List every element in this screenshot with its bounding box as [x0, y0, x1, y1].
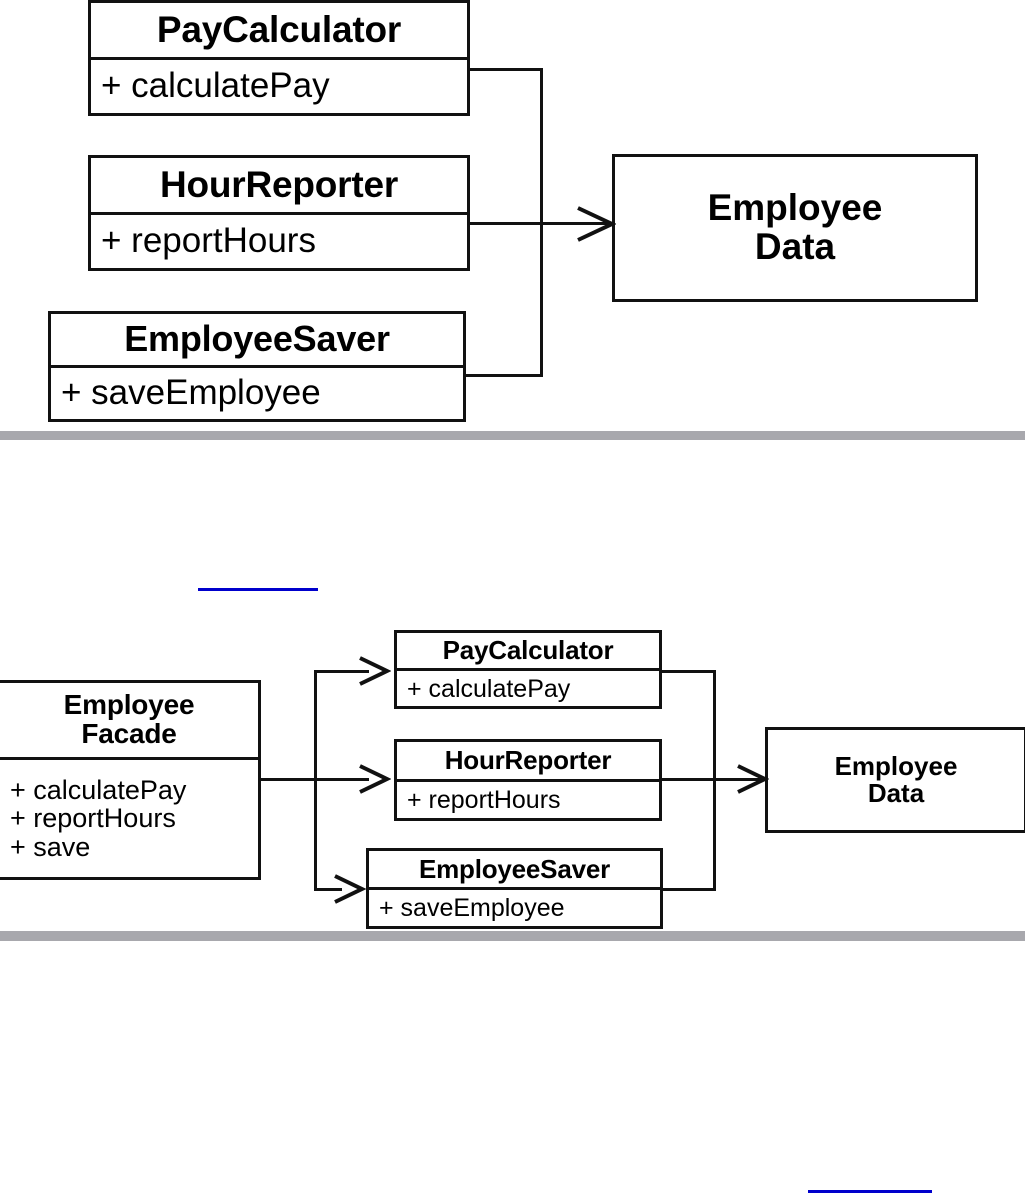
- connector-pay-calculator-stub: [468, 68, 543, 71]
- class-box-employee-facade[interactable]: Employee Facade + calculatePay + reportH…: [0, 680, 261, 880]
- connector-pay-calculator-2-stub: [660, 670, 716, 673]
- arrowhead-to-employee-data: [572, 203, 617, 245]
- class-members-pay-calculator: + calculatePay: [91, 60, 467, 114]
- class-member: + saveEmployee: [379, 893, 565, 922]
- arrowhead-to-pay-calculator-2: [355, 654, 392, 688]
- class-box-employee-data-2[interactable]: Employee Data: [765, 727, 1025, 833]
- class-box-hour-reporter[interactable]: HourReporter + reportHours: [88, 155, 470, 271]
- link-rule-lower[interactable]: [808, 1190, 932, 1193]
- class-divider: [91, 56, 467, 60]
- connector-left-rail-to-employee-saver: [314, 888, 342, 891]
- class-box-hour-reporter-2[interactable]: HourReporter + reportHours: [394, 739, 662, 821]
- class-member: + reportHours: [10, 803, 176, 834]
- class-members-employee-saver-2: + saveEmployee: [369, 890, 660, 926]
- class-member: + calculatePay: [407, 674, 571, 703]
- class-member: + save: [10, 831, 91, 862]
- link-rule-upper[interactable]: [198, 588, 318, 591]
- connector-right-rail-to-employee-data-2: [713, 778, 769, 781]
- class-title-pay-calculator-2: PayCalculator: [442, 635, 614, 666]
- class-member: + saveEmployee: [61, 372, 321, 412]
- class-divider: [51, 364, 463, 368]
- class-members-hour-reporter: + reportHours: [91, 215, 467, 269]
- class-title-hour-reporter: HourReporter: [159, 163, 399, 205]
- separator-bottom: [0, 931, 1025, 941]
- arrowhead-to-employee-data-2: [733, 762, 770, 796]
- class-members-pay-calculator-2: + calculatePay: [397, 671, 659, 706]
- connector-facade-stub: [258, 778, 317, 781]
- class-title-employee-saver: EmployeeSaver: [124, 317, 390, 359]
- class-member: + calculatePay: [101, 65, 330, 105]
- class-title-pay-calculator: PayCalculator: [156, 8, 402, 50]
- connector-hour-reporter-2-stub: [660, 778, 716, 781]
- class-box-employee-saver[interactable]: EmployeeSaver + saveEmployee: [48, 311, 466, 422]
- class-title-hour-reporter-2: HourReporter: [444, 744, 612, 775]
- connector-left-rail-to-pay-calculator: [314, 670, 369, 673]
- class-box-pay-calculator[interactable]: PayCalculator + calculatePay: [88, 0, 470, 116]
- class-members-hour-reporter-2: + reportHours: [397, 782, 659, 819]
- class-box-employee-data[interactable]: Employee Data: [612, 154, 978, 302]
- class-divider: [0, 756, 258, 760]
- class-members-employee-saver: + saveEmployee: [51, 368, 463, 419]
- class-title-employee-saver-2: EmployeeSaver: [418, 853, 611, 884]
- class-members-employee-facade: + calculatePay + reportHours + save: [0, 760, 258, 877]
- arrowhead-to-employee-saver-2: [330, 872, 367, 906]
- class-box-employee-saver-2[interactable]: EmployeeSaver + saveEmployee: [366, 848, 663, 929]
- class-divider: [369, 886, 660, 890]
- connector-hour-reporter-stub: [468, 222, 543, 225]
- connector-rail-to-employee-data: [540, 222, 614, 225]
- class-divider: [397, 778, 659, 782]
- class-box-pay-calculator-2[interactable]: PayCalculator + calculatePay: [394, 630, 662, 709]
- class-divider: [91, 211, 467, 215]
- arrowhead-to-hour-reporter-2: [355, 762, 392, 796]
- class-member: + reportHours: [101, 220, 316, 260]
- class-divider: [397, 668, 659, 672]
- class-member: + calculatePay: [10, 774, 187, 805]
- connector-left-rail-to-hour-reporter: [314, 778, 369, 781]
- connector-employee-saver-2-stub: [660, 888, 716, 891]
- connector-employee-saver-stub: [464, 374, 543, 377]
- class-title-employee-facade: Employee Facade: [63, 689, 195, 749]
- separator-top: [0, 431, 1025, 440]
- class-member: + reportHours: [407, 785, 561, 814]
